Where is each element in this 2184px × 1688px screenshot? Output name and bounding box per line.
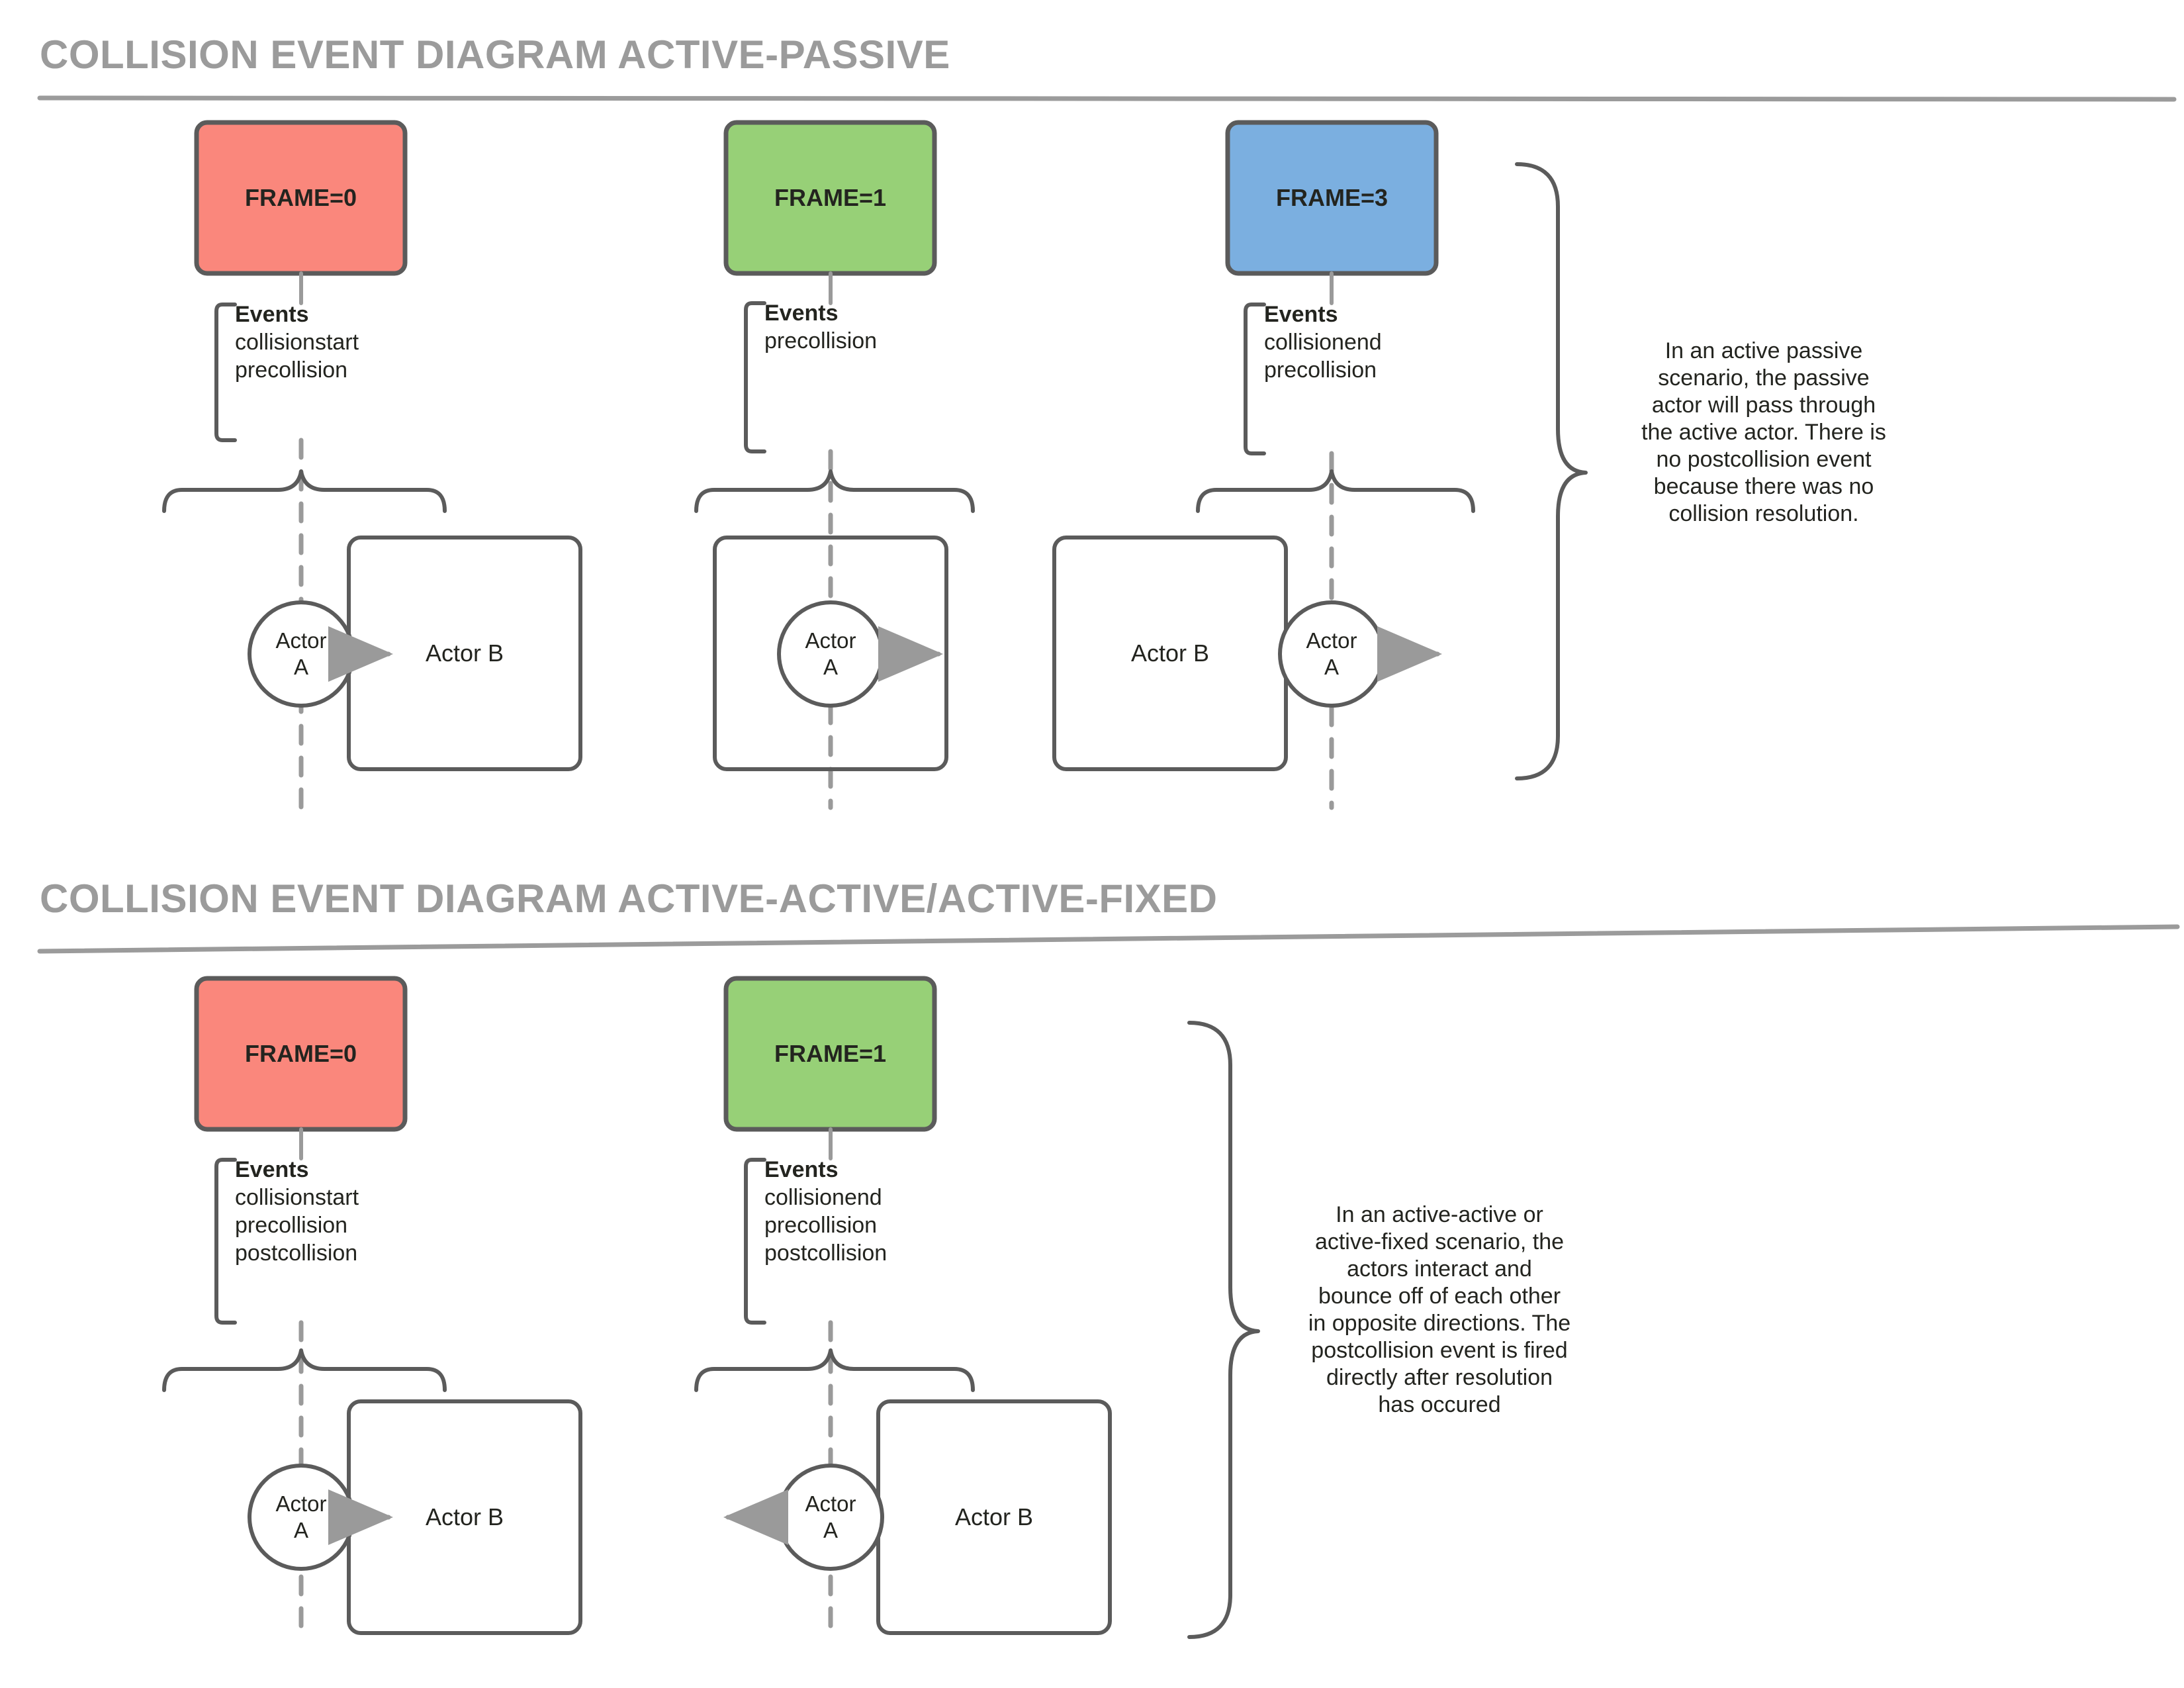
frame-label-0: FRAME=0 (244, 184, 357, 211)
section-note-2: In an active-active or active-fixed scen… (1308, 1202, 1571, 1417)
actor-a-label-1: Actor A (779, 602, 882, 706)
events-bracket-0 (214, 303, 237, 442)
actor-a-line2: A (1324, 655, 1339, 679)
actor-a-line2: A (823, 1518, 838, 1542)
actor-a-line1: Actor (805, 1491, 856, 1516)
event-item: postcollision (235, 1241, 358, 1266)
actor-a-line1: Actor (275, 1491, 327, 1516)
event-item: precollision (764, 328, 878, 353)
events2-block-0: Events collisionstart precollision postc… (235, 1156, 359, 1267)
actor-a-line1: Actor (805, 628, 856, 653)
event-item: precollision (764, 1213, 878, 1238)
actor-a-line2: A (293, 655, 308, 679)
events2-bracket-0 (214, 1158, 237, 1325)
section-note-1: In an active passive scenario, the passi… (1641, 338, 1886, 526)
event-item: precollision (235, 1213, 348, 1238)
actor-a-line2: A (293, 1518, 308, 1542)
actor-b-label-2: Actor B (1130, 639, 1210, 667)
events-block-0: Events collisionstart precollision (235, 301, 359, 384)
group-brace-1 (694, 469, 975, 513)
frame-label-1: FRAME=1 (774, 184, 887, 211)
section-title-1: COLLISION EVENT DIAGRAM ACTIVE-PASSIVE (40, 32, 950, 77)
actor2-a-label-0: Actor A (250, 1466, 353, 1569)
section-title-2: COLLISION EVENT DIAGRAM ACTIVE-ACTIVE/AC… (40, 876, 1218, 921)
event-item: collisionstart (235, 1185, 359, 1210)
events-bracket-2 (1244, 303, 1266, 455)
group-brace-0 (162, 469, 447, 513)
events2-bracket-1 (744, 1158, 766, 1325)
frame2-label-1: FRAME=1 (774, 1040, 887, 1067)
events-bracket-1 (744, 301, 766, 453)
section-divider-1 (37, 95, 2177, 102)
note-brace-2 (1187, 1021, 1260, 1639)
actor2-a-label-1: Actor A (779, 1466, 882, 1569)
events2-block-1: Events collisionend precollision postcol… (764, 1156, 887, 1267)
events-heading-2: Events (1264, 302, 1338, 327)
group2-brace-0 (162, 1348, 447, 1392)
frame2-label-0: FRAME=0 (244, 1040, 357, 1067)
actor-a-label-2: Actor A (1280, 602, 1383, 706)
events-heading-1: Events (764, 301, 839, 326)
events-block-2: Events collisionend precollision (1264, 301, 1382, 384)
actor-b-label-0: Actor B (425, 639, 504, 667)
actor-a-line2: A (823, 655, 838, 679)
events-heading-0: Events (235, 302, 309, 327)
group-brace-2 (1196, 469, 1475, 513)
actor-a-line1: Actor (1306, 628, 1357, 653)
event-item: precollision (235, 357, 348, 383)
actor-a-line1: Actor (275, 628, 327, 653)
events-heading-1: Events (764, 1157, 839, 1182)
events-heading-0: Events (235, 1157, 309, 1182)
event-item: collisionend (764, 1185, 882, 1210)
event-item: precollision (1264, 357, 1377, 383)
note-brace-1 (1515, 162, 1588, 780)
actor2-b-label-1: Actor B (954, 1503, 1034, 1530)
event-item: postcollision (764, 1241, 887, 1266)
frame-label-2: FRAME=3 (1275, 184, 1388, 211)
section-divider-2 (37, 924, 2180, 954)
event-item: collisionstart (235, 330, 359, 355)
events-block-1: Events precollision (764, 299, 877, 355)
actor-b-box-1 (713, 536, 948, 771)
actor2-b-label-0: Actor B (425, 1503, 504, 1530)
event-item: collisionend (1264, 330, 1382, 355)
actor-a-label-0: Actor A (250, 602, 353, 706)
group2-brace-1 (694, 1348, 975, 1392)
